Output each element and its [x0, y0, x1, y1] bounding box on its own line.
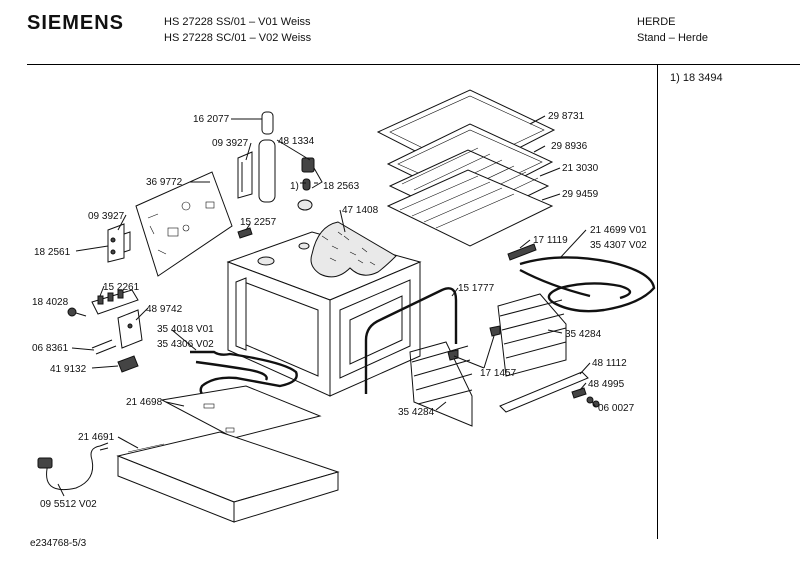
door-gasket [364, 287, 458, 394]
label-36-9772: 36 9772 [146, 177, 183, 188]
door-hinge [107, 223, 131, 263]
top-heater [519, 256, 656, 313]
screw-18-4028 [67, 307, 87, 317]
footnote: 1) 18 3494 [670, 72, 723, 84]
label-35-4018-v01: 35 4018 V01 [157, 324, 214, 335]
part-labels: 16 2077 48 1334 09 3927 36 9772 09 3927 … [32, 111, 647, 510]
side-panel [135, 171, 233, 277]
label-footnote-1: 1) [290, 181, 299, 192]
clip-17-1457 [447, 325, 501, 361]
category-title: HERDE [637, 16, 676, 28]
leader-lines [57, 115, 597, 497]
label-35-4307-v02: 35 4307 V02 [590, 240, 647, 251]
brand-logo: SIEMENS [27, 12, 125, 34]
label-21-4699-v01: 21 4699 V01 [590, 225, 647, 236]
header-divider [27, 64, 800, 65]
label-09-3927-b: 09 3927 [88, 211, 125, 222]
label-15-2261: 15 2261 [103, 282, 140, 293]
notes-divider [657, 64, 658, 539]
model-line-2: HS 27228 SC/01 – V02 Weiss [164, 32, 312, 44]
label-35-4284-a: 35 4284 [565, 329, 602, 340]
label-35-4306-v02: 35 4306 V02 [157, 339, 214, 350]
label-21-4691: 21 4691 [78, 432, 115, 443]
bracket-48-9742 [117, 309, 143, 349]
label-06-8361: 06 8361 [32, 343, 69, 354]
label-41-9132: 41 9132 [50, 364, 87, 375]
screws-06-8361 [91, 339, 117, 355]
label-35-4284-b: 35 4284 [398, 407, 435, 418]
model-line-1: HS 27228 SS/01 – V01 Weiss [164, 16, 311, 28]
label-21-3030: 21 3030 [562, 163, 599, 174]
hinge-bracket [237, 151, 253, 199]
screws-bottom-right [571, 387, 600, 408]
label-48-4995: 48 4995 [588, 379, 625, 390]
lamp-parts [297, 157, 323, 211]
label-29-8731: 29 8731 [548, 111, 585, 122]
label-16-2077: 16 2077 [193, 114, 230, 125]
label-17-1457: 17 1457 [480, 368, 517, 379]
bottom-tray [116, 431, 340, 523]
label-09-5512-v02: 09 5512 V02 [40, 499, 97, 510]
label-18-2561: 18 2561 [34, 247, 71, 258]
label-06-0027: 06 0027 [598, 403, 635, 414]
heater-bracket-17-1119 [507, 243, 537, 261]
label-18-4028: 18 4028 [32, 297, 69, 308]
label-48-1112: 48 1112 [592, 358, 627, 369]
insulation-mat [310, 221, 397, 278]
document-id: e234768-5/3 [30, 538, 87, 549]
heater-plate [160, 385, 322, 439]
label-18-2563: 18 2563 [323, 181, 360, 192]
label-17-1119: 17 1119 [533, 235, 568, 246]
label-15-1777: 15 1777 [458, 283, 495, 294]
power-cable [37, 442, 109, 490]
label-29-9459: 29 9459 [562, 189, 599, 200]
label-47-1408: 47 1408 [342, 205, 379, 216]
connector-41-9132 [117, 355, 139, 373]
small-clip [237, 227, 253, 239]
label-09-3927-a: 09 3927 [212, 138, 249, 149]
door-rail-48-1112 [499, 371, 589, 413]
label-29-8936: 29 8936 [551, 141, 588, 152]
side-rails-left [409, 341, 473, 427]
terminal-block [91, 289, 139, 315]
top-tube [258, 111, 276, 203]
label-48-1334: 48 1334 [278, 136, 315, 147]
label-48-9742: 48 9742 [146, 304, 183, 315]
baking-tray-29-9459 [386, 169, 554, 247]
side-rails-right [497, 293, 567, 377]
label-15-2257: 15 2257 [240, 217, 277, 228]
category-subtitle: Stand – Herde [637, 32, 708, 44]
label-21-4698: 21 4698 [126, 397, 163, 408]
